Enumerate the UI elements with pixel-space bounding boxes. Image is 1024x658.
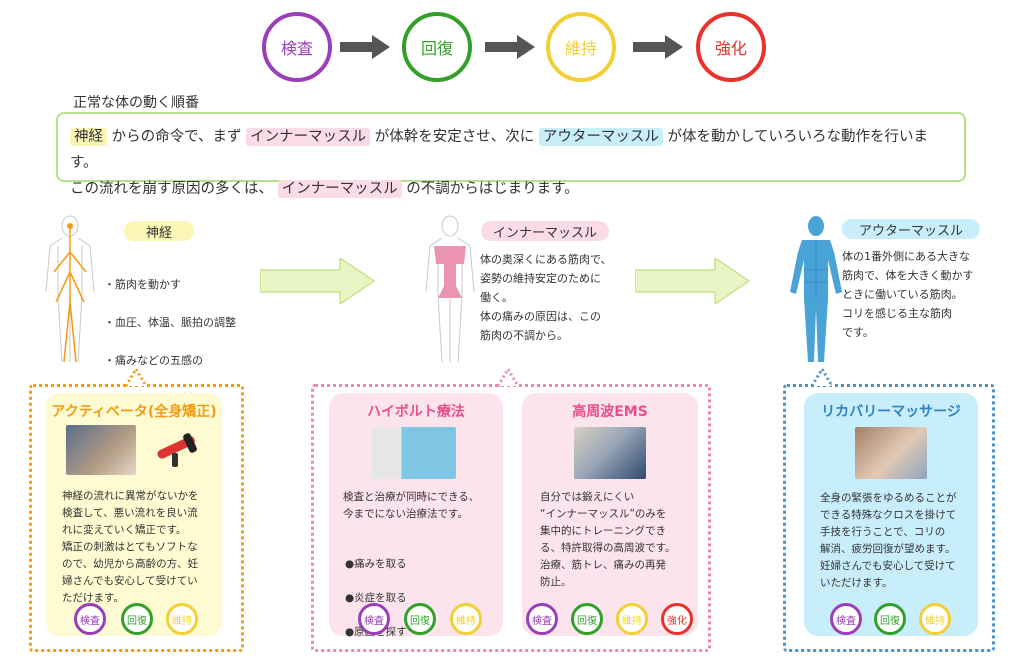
- intro-text: からの命令で、まず: [107, 129, 247, 145]
- list-item: ・筋肉を動かす: [104, 278, 181, 291]
- card-recovery: リカバリーマッサージ 全身の緊張をゆるめることが できる特殊なクロスを掛けて 手…: [804, 393, 978, 636]
- highlight-nerve: 神経: [70, 128, 107, 146]
- badge-kensa: 検査: [74, 603, 106, 635]
- badge-kaifuku: 回復: [571, 603, 603, 635]
- highlight-inner: インナーマッスル: [246, 128, 371, 146]
- highlight-outer: アウターマッスル: [538, 128, 663, 146]
- badge-iji: 維持: [919, 603, 951, 635]
- photo-ems-treatment: [574, 427, 646, 479]
- flow-step-label: 強化: [714, 39, 747, 58]
- intro-text: の不調からはじまります。: [401, 181, 579, 197]
- card-title: 高周波EMS: [572, 404, 648, 420]
- photo-recovery-massage: [855, 427, 927, 479]
- highlight-inner: インナーマッスル: [277, 180, 402, 198]
- label-inner-muscle: インナーマッスル: [481, 221, 609, 241]
- badge-iji: 維持: [616, 603, 648, 635]
- badge-kyouka: 強化: [661, 603, 693, 635]
- card-description: 検査と治療が同時にできる、 今までにない治療法です。: [343, 491, 480, 520]
- flow-step-label: 回復: [420, 39, 453, 58]
- outer-muscle-description: 体の1番外側にある大きな 筋肉で、体を大きく動かす ときに働いている筋肉。 コリ…: [842, 250, 974, 339]
- pointer-tip: [496, 367, 520, 387]
- card-description: 自分では鍛えにくい “インナーマッスル”のみを 集中的にトレーニングでき る、特…: [540, 491, 676, 588]
- card-description: 神経の流れに異常がないかを 検査して、悪い流れを良い流 れに変えていく矯正です。…: [62, 490, 199, 604]
- arrow-right-icon: [633, 35, 683, 59]
- photo-highvolt-treatment: [372, 427, 456, 479]
- inner-muscle-body-figure: [425, 215, 475, 363]
- intro-line-1: 神経 からの命令で、まず インナーマッスル が体幹を安定させ、次に アウターマッ…: [70, 124, 952, 176]
- list-item: ●痛みを取る: [345, 558, 407, 570]
- intro-text: が体を動かしていろいろな動作を行います。: [70, 129, 929, 171]
- badge-kaifuku: 回復: [874, 603, 906, 635]
- intro-text: この流れを崩す原因の多くは、: [70, 181, 278, 197]
- flow-step-iji: 維持: [546, 12, 616, 82]
- frame-recovery: [783, 384, 995, 652]
- label-nerve: 神経: [124, 221, 194, 241]
- intro-box: 神経 からの命令で、まず インナーマッスル が体幹を安定させ、次に アウターマッ…: [56, 112, 966, 198]
- nerve-body-figure: [45, 215, 95, 363]
- badge-kaifuku: 回復: [121, 603, 153, 635]
- badge-kensa: 検査: [830, 603, 862, 635]
- outer-muscle-body-figure: [790, 216, 842, 362]
- badge-iji: 維持: [450, 603, 482, 635]
- arrow-right-icon: [635, 258, 751, 304]
- pointer-tip: [810, 367, 834, 387]
- section-subtitle: 正常な体の動く順番: [73, 95, 199, 111]
- card-activator: アクティベータ(全身矯正) 神経の流れに異常がないかを 検査して、悪い流れを良い…: [46, 393, 222, 636]
- arrow-right-icon: [485, 35, 535, 59]
- badge-iji: 維持: [166, 603, 198, 635]
- badge-kaifuku: 回復: [404, 603, 436, 635]
- card-ems: 高周波EMS 自分では鍛えにくい “インナーマッスル”のみを 集中的にトレーニン…: [522, 393, 698, 636]
- intro-text: が体幹を安定させ、次に: [370, 129, 539, 145]
- pointer-tip: [124, 367, 148, 387]
- flow-step-label: 検査: [280, 39, 313, 58]
- card-description: 全身の緊張をゆるめることが できる特殊なクロスを掛けて 手技を行うことで、コリの…: [820, 492, 957, 589]
- flow-step-label: 維持: [564, 39, 597, 58]
- list-item: ・痛みなどの五感の: [104, 354, 203, 367]
- label-outer-muscle: アウターマッスル: [842, 219, 980, 239]
- highvolt-benefit-list: ●痛みを取る ●炎症を取る ●原因を探す: [345, 539, 407, 658]
- badge-kensa: 検査: [526, 603, 558, 635]
- card-title: ハイボルト療法: [367, 404, 465, 420]
- card-highvolt: ハイボルト療法 検査と治療が同時にできる、 今までにない治療法です。 ●痛みを取…: [329, 393, 503, 638]
- card-title: アクティベータ(全身矯正): [51, 404, 217, 420]
- list-item: ・血圧、体温、脈拍の調整: [104, 316, 236, 329]
- arrow-right-icon: [260, 258, 376, 304]
- arrow-right-icon: [340, 35, 390, 59]
- activator-tool-image: [157, 433, 197, 467]
- flow-step-kyouka: 強化: [696, 12, 766, 82]
- badge-kensa: 検査: [358, 603, 390, 635]
- flow-step-kaifuku: 回復: [402, 12, 472, 82]
- intro-line-2: この流れを崩す原因の多くは、 インナーマッスル の不調からはじまります。: [70, 176, 952, 202]
- card-title: リカバリーマッサージ: [821, 404, 961, 420]
- list-item: ●炎症を取る: [345, 592, 407, 604]
- flow-step-kensa: 検査: [262, 12, 332, 82]
- inner-muscle-description: 体の奥深くにある筋肉で、 姿勢の維持安定のために 働く。 体の痛みの原因は、この…: [480, 253, 612, 342]
- photo-activator-treatment: [66, 425, 136, 475]
